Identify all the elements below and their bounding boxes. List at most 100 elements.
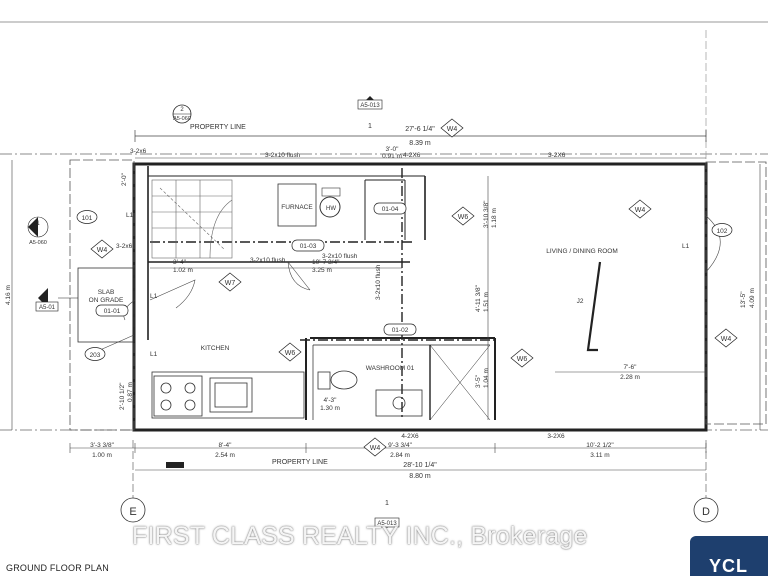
beam-note-4x6-top: 4-2X6 [403,152,421,159]
watermark: FIRST CLASS REALTY INC., Brokerage [132,522,588,550]
plan-label: W6 [458,214,469,221]
plan-label: A5-060 [29,240,47,246]
grid-e: E [129,506,136,518]
elevation-marker: 2 A5-060 [172,104,192,124]
dim-2-10-met: 0.87 m [127,382,134,402]
plan-label: A5-060 [173,116,191,122]
bottom-d2-met: 2.54 m [215,452,235,459]
bottom-overall-imp: 28'-10 1/4" [403,462,437,469]
beam-note-2x6-bottom: 3-2X6 [547,433,565,440]
kitchen-label: KITCHEN [201,345,230,352]
interior-walls [147,166,496,421]
dim-3-4-imp: 3'-4" [173,259,187,266]
window-tag-w4-top: W4 [440,118,464,138]
bottom-d1-met: 1.00 m [92,452,112,459]
window-tag-w4-bottom: W4 [363,437,387,457]
bottom-overall-met: 8.80 m [409,473,431,480]
dim-2-10-imp: 2'-10 1/2" [119,382,126,410]
logo-text: YCL [709,556,748,576]
section-marker-left-lower: A5-01 [35,288,78,312]
dim-10-7-met: 3.25 m [312,267,332,274]
dim-7-6-imp: 7'-6" [624,364,638,371]
room-tag-01-02: 01-02 [383,323,417,336]
plan-label: 102 [717,228,728,235]
window-tag-w6-washroom: W6 [510,348,534,368]
lintel-l1-d: L1 [682,243,690,250]
plan-label: 01-03 [300,243,317,250]
lintel-l1-b: L1 [150,293,158,300]
plan-label: 203 [90,352,101,359]
exterior-walls [69,159,767,432]
plan-label: 101 [82,215,93,222]
dim-4-3-met: 1.30 m [320,405,340,412]
kitchen-counter [151,371,305,419]
section-marker-top: A5-013 1 [357,96,383,130]
property-line-top: PROPERTY LINE [190,124,246,131]
window-tag-w4-living: W4 [628,199,652,219]
washroom-fixtures [317,370,423,417]
dim-3-5-met: 1.04 m [483,368,490,388]
plan-label: W4 [635,207,646,214]
plan-label: W6 [285,350,296,357]
plan-label: 1 [36,221,40,227]
joist-arrow [586,261,602,352]
right-overall-met: 4.09 m [749,288,756,308]
bottom-d2-imp: 8'-4" [219,442,233,449]
door-tag-102: 102 [711,223,733,237]
bottom-d4-met: 3.11 m [590,452,609,459]
window-tag-w4-right: W4 [714,328,738,348]
dim-3ft-met: 0.91 m [382,153,402,160]
plan-label: 1 [368,123,372,130]
room-tag-01-01: 01-01 [95,304,129,317]
beam-note-vertical: 3-2x10 flush [375,264,382,300]
stair [151,179,233,259]
plan-label: 01-01 [104,308,121,315]
on-grade-label: ON GRADE [89,297,124,304]
top-overall-imperial: 27'-6 1/4" [405,126,435,133]
beam-note-2x6-top: 3-2X6 [548,152,566,159]
hw-label: HW [326,206,336,212]
plan-label: 2 [180,107,184,113]
dim-2-0: 2'-0" [121,172,128,186]
door-tag-101: 101 [76,210,98,224]
plan-label: W7 [225,280,236,287]
beam-note-lower: 3-2x10 flush [250,257,286,264]
living-label: LIVING / DINING ROOM [546,248,618,255]
bottom-d4-imp: 10'-2 1/2" [586,442,614,449]
beam-note-mid: 3-2x10 flush [322,253,358,260]
plan-label: W4 [370,445,381,452]
beam-note-2x6-mid: 3-2x6 [116,243,133,250]
brand-logo: YCL [690,536,768,576]
j2-label: J2 [577,298,584,305]
beam-note-4x6-bottom: 4-2X6 [401,433,419,440]
window-tag-w4-left: W4 [90,239,114,259]
dim-4-3-imp: 4'-3" [324,397,338,404]
section-marker-bottom: 1 A5-013 [374,500,400,528]
dim-4-11-met: 1.51 m [483,292,490,312]
property-line-bottom: PROPERTY LINE [272,459,328,466]
slab-label: SLAB [98,289,115,296]
plan-label: A5-013 [360,103,380,109]
grid-d: D [702,506,710,518]
right-overall-imp: 13'-5" [740,291,747,308]
dim-3ft-imp: 3'-0" [386,146,400,153]
plan-label: W4 [447,126,458,133]
beam-note-2x6-left: 3-2x6 [130,148,147,155]
plan-label: 1 [385,500,389,507]
lintel-l1-a: L1 [126,212,134,219]
top-dimension: 27'-6 1/4" 8.39 m 3'-0" 0.91 m 3-2x10 fl… [130,126,707,160]
bottom-d3-met: 2.84 m [390,452,410,459]
window-tag-w6-kitchen: W6 [278,342,302,362]
doors [99,214,721,351]
lintel-l1-c: L1 [150,351,158,358]
bottom-d3-imp: 9'-3 3/4" [388,442,412,449]
plan-label: 01-04 [382,206,399,213]
bottom-d1-imp: 3'-3 3/8" [90,442,114,449]
dim-3-10-met: 1.18 m [491,208,498,228]
plan-label: W4 [97,247,108,254]
plan-label: W4 [721,336,732,343]
dim-3-5-imp: 3'-5" [475,374,482,388]
plan-label: W6 [517,356,528,363]
drawing-title: GROUND FLOOR PLAN [6,563,109,573]
beam-note-top: 3-2x10 flush [265,152,301,159]
